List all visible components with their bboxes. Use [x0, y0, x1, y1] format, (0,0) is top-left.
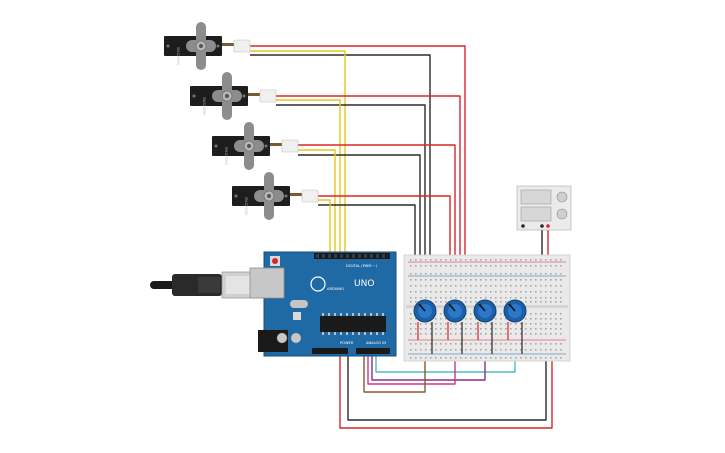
wires [250, 45, 553, 429]
servo-1[interactable]: SM-S2309S [164, 22, 251, 70]
arduino-logo-text: ARDUINO [327, 287, 344, 291]
arduino-uno[interactable]: DIGITAL (PWM ~) ARDUINO UNO POWER ANALOG… [249, 251, 397, 357]
analog-header-label: ANALOG IN [366, 341, 386, 345]
potentiometer-3[interactable] [473, 299, 497, 323]
a3-wire[interactable] [363, 335, 426, 393]
potentiometer-2[interactable] [443, 299, 467, 323]
servo3-signal-wire[interactable] [298, 149, 336, 257]
arduino-ground-wire[interactable] [347, 352, 547, 421]
servo-2-label: SM-S2309S [202, 97, 206, 115]
potentiometer-4[interactable] [503, 299, 527, 323]
servo4-power-wire[interactable] [318, 195, 451, 283]
servo1-power-wire[interactable] [250, 45, 466, 283]
servo-3[interactable]: SM-S2309S [212, 122, 299, 170]
servo-3-label: SM-S2309S [224, 147, 228, 165]
servo-2[interactable]: SM-S2309S [190, 72, 277, 120]
servo3-ground-wire[interactable] [298, 154, 421, 283]
servo1-signal-wire[interactable] [250, 50, 346, 257]
servo3-power-wire[interactable] [298, 144, 456, 283]
servo-1-label: SM-S2309S [176, 47, 180, 65]
servo1-ground-wire[interactable] [250, 54, 431, 283]
digital-header-label: DIGITAL (PWM ~) [346, 264, 378, 268]
arduino-model-text: UNO [354, 279, 374, 289]
servo4-signal-wire[interactable] [318, 199, 331, 257]
servo-4[interactable]: SM-S2309S [232, 172, 319, 220]
servo-4-label: SM-S2309S [244, 197, 248, 215]
pot-lead-wires [417, 322, 523, 354]
servo2-power-wire[interactable] [276, 95, 461, 283]
potentiometer-1[interactable] [413, 299, 437, 323]
power-supply-icon[interactable] [516, 185, 572, 231]
arduino-power-wire[interactable] [339, 352, 553, 429]
atmega-chip [320, 316, 386, 332]
power-header-label: POWER [340, 341, 354, 345]
servo2-ground-wire[interactable] [276, 104, 426, 283]
